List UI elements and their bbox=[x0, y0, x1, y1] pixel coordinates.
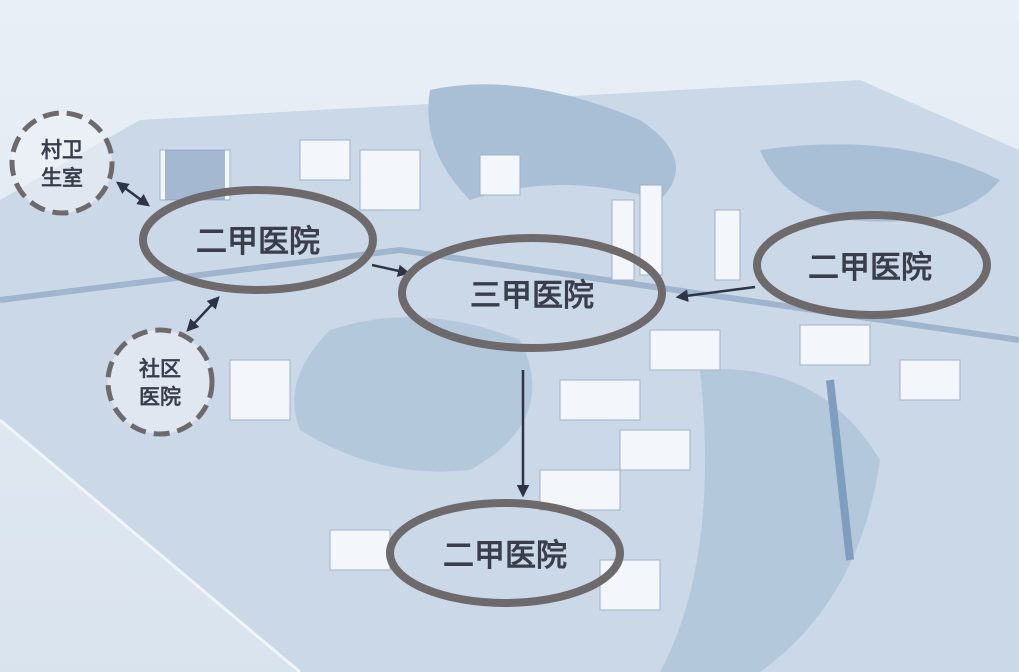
arrow-community-to-left bbox=[186, 296, 220, 332]
community-hospital-marker: 社区 医院 bbox=[105, 327, 215, 437]
village-clinic-label-1: 村卫 bbox=[41, 138, 83, 162]
community-hospital-label-2: 医院 bbox=[139, 385, 181, 409]
arrow-right-to-tertiary bbox=[675, 285, 756, 302]
village-clinic-label-2: 生室 bbox=[41, 166, 83, 190]
secondary-hospital-right: 二甲医院 bbox=[753, 211, 991, 319]
connection-arrows bbox=[115, 181, 756, 498]
tertiary-hospital-label: 三甲医院 bbox=[470, 278, 594, 314]
tertiary-hospital: 三甲医院 bbox=[398, 234, 666, 352]
secondary-hospital-left: 二甲医院 bbox=[139, 186, 377, 294]
secondary-hospital-bottom-label: 二甲医院 bbox=[443, 538, 567, 574]
secondary-hospital-left-label: 二甲医院 bbox=[196, 224, 320, 260]
secondary-hospital-right-label: 二甲医院 bbox=[808, 250, 932, 286]
secondary-hospital-bottom: 二甲医院 bbox=[386, 499, 624, 607]
arrow-left-to-tertiary bbox=[371, 263, 411, 277]
village-clinic-marker: 村卫 生室 bbox=[9, 110, 115, 216]
arrow-village-to-left bbox=[115, 181, 151, 207]
community-hospital-label-1: 社区 bbox=[138, 357, 181, 381]
